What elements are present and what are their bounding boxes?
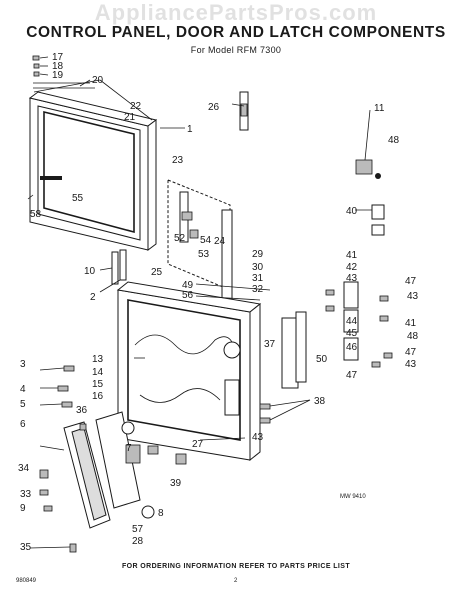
callout-10: 10: [84, 266, 96, 277]
callout-23: 23: [172, 155, 184, 166]
callout-45: 45: [346, 328, 358, 339]
screws: [39, 289, 393, 553]
callout-43: 43: [405, 359, 417, 370]
callout-9: 9: [20, 503, 26, 514]
callout-43: 43: [252, 432, 264, 443]
callout-1: 1: [187, 124, 193, 135]
callout-11: 11: [374, 103, 385, 114]
callout-31: 31: [252, 273, 264, 284]
callout-49: 49: [182, 280, 194, 291]
callout-14: 14: [92, 367, 104, 378]
leader-lines: [27, 56, 372, 549]
callout-50: 50: [316, 354, 328, 365]
callout-7: 7: [126, 443, 132, 454]
drawing-code: MW 9410: [340, 494, 366, 500]
callout-47: 47: [346, 370, 358, 381]
callout-16: 16: [92, 391, 104, 402]
document-code: 980849: [16, 578, 37, 584]
callout-13: 13: [92, 354, 104, 365]
callout-8: 8: [158, 508, 164, 519]
callout-18: 18: [52, 61, 64, 72]
callout-42: 42: [346, 262, 358, 273]
callout-53: 53: [198, 249, 210, 260]
callout-43: 43: [346, 273, 358, 284]
callout-3: 3: [20, 359, 26, 370]
callout-4: 4: [20, 384, 26, 395]
callout-52: 52: [174, 233, 186, 244]
callout-21: 21: [124, 112, 136, 123]
callout-40: 40: [346, 206, 358, 217]
callout-17: 17: [52, 52, 64, 63]
callout-34: 34: [18, 463, 30, 474]
callout-15: 15: [92, 379, 104, 390]
callout-2: 2: [90, 292, 96, 303]
callout-48: 48: [407, 331, 419, 342]
callout-39: 39: [170, 478, 182, 489]
callout-32: 32: [252, 284, 264, 295]
callout-41: 41: [346, 250, 358, 261]
callout-46: 46: [346, 342, 358, 353]
callout-26: 26: [208, 102, 220, 113]
callout-57: 57: [132, 524, 144, 535]
hinge-strip: [111, 249, 127, 285]
door-assembly: [28, 55, 158, 251]
callout-55: 55: [72, 193, 84, 204]
callout-19: 19: [52, 70, 64, 81]
callout-33: 33: [20, 489, 32, 500]
callout-27: 27: [192, 439, 204, 450]
callout-22: 22: [130, 101, 142, 112]
page-title: CONTROL PANEL, DOOR AND LATCH COMPONENTS: [26, 24, 446, 41]
callout-25: 25: [151, 267, 163, 278]
callout-44: 44: [346, 316, 358, 327]
callout-47: 47: [405, 347, 417, 358]
latch-components: [239, 91, 385, 389]
callout-47: 47: [405, 276, 417, 287]
callout-20: 20: [92, 75, 104, 86]
callout-37: 37: [264, 339, 276, 350]
ordering-info-note: FOR ORDERING INFORMATION REFER TO PARTS …: [121, 563, 351, 570]
callout-6: 6: [20, 419, 26, 430]
callout-43: 43: [407, 291, 419, 302]
callout-30: 30: [252, 262, 264, 273]
callout-58: 58: [30, 209, 42, 220]
callout-41: 41: [405, 318, 417, 329]
callout-48: 48: [388, 135, 400, 146]
cabinet-front-frame: [116, 281, 262, 462]
page-subtitle: For Model RFM 7300: [190, 45, 282, 55]
control-panel: [63, 411, 159, 529]
callout-36: 36: [76, 405, 88, 416]
callout-24: 24: [214, 236, 226, 247]
callout-29: 29: [252, 249, 264, 260]
page-number: 2: [234, 578, 238, 584]
callout-5: 5: [20, 399, 26, 410]
callout-54: 54: [200, 235, 212, 246]
callout-35: 35: [20, 542, 32, 553]
callout-56: 56: [182, 290, 194, 301]
callout-38: 38: [314, 396, 326, 407]
callout-28: 28: [132, 536, 144, 547]
